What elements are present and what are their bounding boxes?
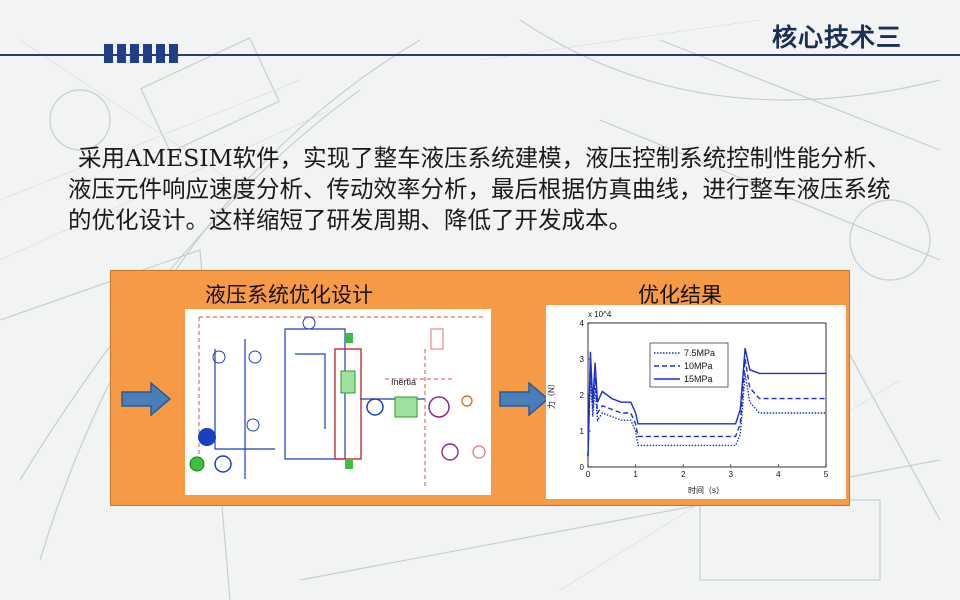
y-axis-label: 力（N）	[546, 379, 556, 409]
y-multiplier-label: x 10^4	[588, 310, 612, 319]
y-tick-label: 1	[580, 427, 585, 436]
arrow-right-icon	[121, 382, 171, 416]
x-tick-label: 0	[586, 470, 591, 479]
page-title: 核心技术三	[771, 23, 902, 52]
y-tick-label: 0	[580, 463, 585, 472]
x-tick-label: 5	[824, 470, 829, 479]
legend-entry: 10MPa	[684, 361, 713, 371]
header-rule	[0, 54, 960, 56]
y-tick-label: 2	[580, 391, 585, 400]
legend-entry: 7.5MPa	[684, 348, 715, 358]
x-tick-label: 2	[681, 470, 686, 479]
x-tick-label: 1	[633, 470, 638, 479]
hydraulic-schematic: Inertia	[185, 309, 491, 495]
x-axis-label: 时间（s）	[688, 485, 724, 495]
y-tick-label: 3	[580, 355, 585, 364]
y-tick-label: 4	[580, 319, 585, 328]
x-tick-label: 3	[729, 470, 734, 479]
result-panel: 液压系统优化设计 优化结果	[110, 270, 850, 506]
body-paragraph: 采用AMESIM软件，实现了整车液压系统建模，液压控制系统控制性能分析、液压元件…	[68, 144, 891, 234]
legend-entry: 15MPa	[684, 374, 713, 384]
chart-caption: 优化结果	[638, 283, 722, 307]
arrow-right-icon	[499, 382, 549, 416]
series-line-7.5MPa	[587, 373, 826, 457]
diagram-caption: 液压系统优化设计	[205, 283, 373, 307]
inertia-label: Inertia	[391, 377, 416, 387]
x-tick-label: 4	[776, 470, 781, 479]
series-line-15MPa	[587, 348, 826, 457]
header-decoration	[104, 44, 178, 63]
result-chart: 力（N） 时间（s） x 10^4 0 1 2 3 4 5 0 1 2 3 4 7.5MPa 10MPa…	[546, 305, 846, 499]
